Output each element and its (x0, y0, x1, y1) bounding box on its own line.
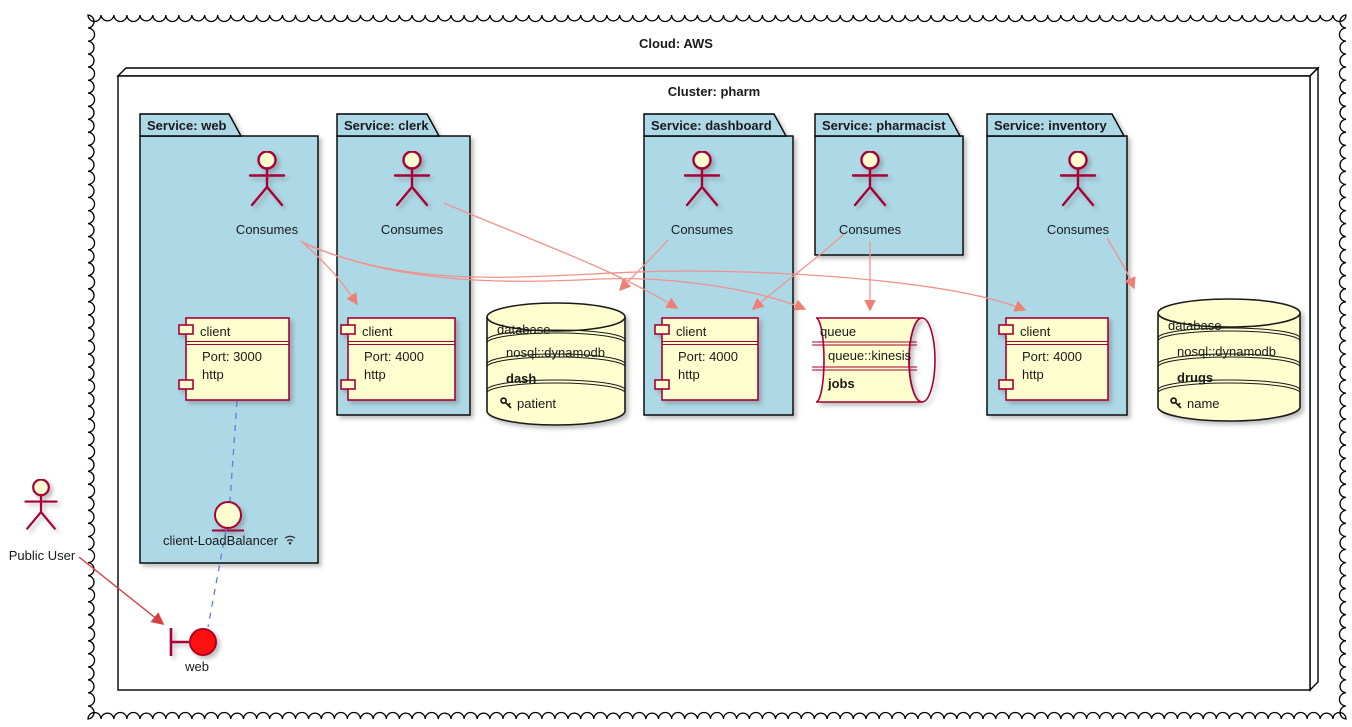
package-title-web: Service: web (147, 118, 227, 133)
client-title-clerk: client (362, 324, 393, 339)
actor-label-inventory: Consumes (1046, 222, 1110, 237)
database-dash-cylinder (486, 302, 626, 426)
load-balancer-icon (212, 501, 244, 532)
db-dash-stereotype: database (497, 322, 551, 337)
db-drugs-key-row: name (1170, 396, 1220, 411)
database-drugs-cylinder (1157, 298, 1301, 422)
package-title-pharmacist: Service: pharmacist (822, 118, 946, 133)
client-port-inventory: Port: 4000 (1022, 349, 1082, 364)
package-title-clerk: Service: clerk (344, 118, 429, 133)
actor-label-clerk: Consumes (380, 222, 444, 237)
actor-label-web: Consumes (235, 222, 299, 237)
link-loadbalancer-to-web-endpoint (207, 529, 227, 628)
edge-clerk-consumes-to-dashboard-client (443, 202, 679, 309)
client-proto-inventory: http (1022, 367, 1044, 382)
client-port-dashboard: Port: 4000 (678, 349, 738, 364)
db-dash-tech: nosql::dynamodb (506, 345, 606, 360)
web-endpoint-icon (169, 628, 217, 656)
client-title-web: client (200, 324, 231, 339)
db-drugs-tech: nosql::dynamodb (1177, 344, 1277, 359)
queue-name: jobs (828, 376, 855, 391)
load-balancer-label: client-LoadBalancer (163, 533, 297, 548)
key-icon (500, 397, 512, 409)
component-client-clerk (340, 317, 456, 401)
db-drugs-name: drugs (1177, 370, 1214, 385)
actor-label-pharmacist: Consumes (838, 222, 902, 237)
client-title-inventory: client (1020, 324, 1051, 339)
component-client-inventory (998, 317, 1109, 401)
edge-web-consumes-to-queue (301, 241, 807, 311)
edge-pharmacist-consumes-to-dashboard-client (751, 232, 846, 310)
package-service-pharmacist (814, 113, 964, 256)
package-title-dashboard: Service: dashboard (651, 118, 772, 133)
queue-stereotype: queue (820, 324, 857, 339)
queue-jobs-cylinder (812, 317, 936, 403)
client-port-clerk: Port: 4000 (364, 349, 424, 364)
web-endpoint-label: web (185, 659, 209, 674)
link-client-to-loadbalancer (229, 400, 238, 502)
queue-tech: queue::kinesis (828, 348, 912, 363)
client-port-web: Port: 3000 (202, 349, 262, 364)
package-title-inventory: Service: inventory (994, 118, 1107, 133)
edge-inventory-consumes-to-drugs-database (1106, 237, 1136, 290)
public-user-label: Public User (8, 548, 76, 563)
edge-dashboard-consumes-to-dash-database (618, 239, 669, 292)
db-dash-key-field: patient (517, 396, 557, 411)
client-proto-dashboard: http (678, 367, 700, 382)
cluster-title: Cluster: pharm (667, 84, 761, 99)
db-drugs-key-field: name (1187, 396, 1220, 411)
wifi-icon (284, 535, 296, 545)
client-proto-clerk: http (364, 367, 386, 382)
actor-label-dashboard: Consumes (670, 222, 734, 237)
db-dash-key-row: patient (500, 396, 556, 411)
edge-public-user-to-web-endpoint (78, 556, 165, 625)
db-drugs-stereotype: database (1168, 318, 1222, 333)
actor-public-user (24, 479, 58, 530)
db-dash-name: dash (506, 371, 537, 386)
component-client-web (178, 317, 290, 401)
cloud-title: Cloud: AWS (639, 36, 713, 51)
edge-web-consumes-to-clerk-client (300, 240, 358, 306)
component-client-dashboard (654, 317, 759, 401)
client-proto-web: http (202, 367, 224, 382)
edge-web-consumes-to-inventory-client (302, 242, 1027, 312)
client-title-dashboard: client (676, 324, 707, 339)
key-icon (1170, 397, 1182, 409)
